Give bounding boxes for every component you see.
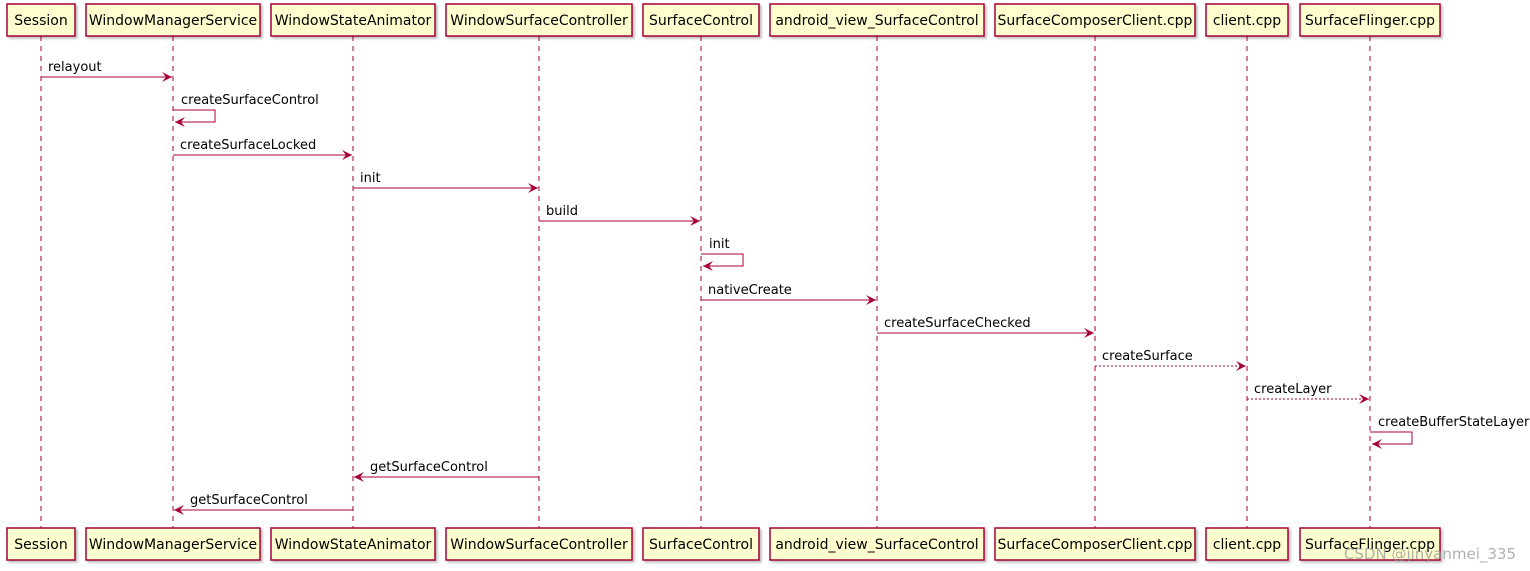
participant-top-surfaceflinger-cpp: SurfaceFlinger.cpp bbox=[1299, 3, 1441, 37]
message-label: createSurfaceControl bbox=[181, 93, 319, 108]
participant-top-session: Session bbox=[6, 3, 76, 37]
message-label: createSurfaceLocked bbox=[180, 138, 316, 153]
participant-top-client-cpp: client.cpp bbox=[1205, 3, 1289, 37]
message-label: relayout bbox=[48, 60, 102, 75]
message-label: nativeCreate bbox=[708, 283, 792, 298]
participant-bottom-surfacecontrol: SurfaceControl bbox=[642, 527, 760, 561]
message-label: getSurfaceControl bbox=[190, 493, 308, 508]
message-createsurfacecontrol: createSurfaceControl bbox=[173, 93, 319, 127]
participant-label: SurfaceComposerClient.cpp bbox=[998, 13, 1193, 29]
message-label: createLayer bbox=[1254, 382, 1332, 397]
participant-label: Session bbox=[14, 537, 67, 553]
message-arrow bbox=[173, 109, 216, 127]
participant-label: WindowManagerService bbox=[89, 537, 257, 553]
participant-label: Session bbox=[14, 13, 67, 29]
participant-bottom-session: Session bbox=[6, 527, 76, 561]
message-createlayer: createLayer bbox=[1247, 382, 1369, 404]
message-createsurfacelocked: createSurfaceLocked bbox=[173, 138, 352, 160]
participant-label: client.cpp bbox=[1213, 537, 1281, 553]
message-label: init bbox=[709, 237, 730, 252]
message-label: createSurfaceChecked bbox=[884, 316, 1031, 331]
participants-bottom: Session WindowManagerService WindowStateAn… bbox=[6, 527, 1441, 561]
message-init: init bbox=[353, 171, 538, 193]
participant-label: WindowSurfaceController bbox=[450, 537, 628, 553]
participant-top-surfacecontrol: SurfaceControl bbox=[642, 3, 760, 37]
watermark: CSDN @jinyanmei_335 bbox=[1343, 545, 1516, 563]
message-relayout: relayout bbox=[41, 60, 172, 82]
message-build: build bbox=[539, 204, 700, 226]
message-label: createBufferStateLayer bbox=[1378, 415, 1530, 430]
message-init: init bbox=[701, 237, 744, 271]
participant-bottom-android-view-surfacecontrol: android_view_SurfaceControl bbox=[769, 527, 985, 561]
participant-bottom-windowsurfacecontroller: WindowSurfaceController bbox=[445, 527, 633, 561]
messages: relayout createSurfaceControl createSurfac… bbox=[41, 60, 1530, 515]
participant-label: SurfaceFlinger.cpp bbox=[1305, 537, 1435, 553]
lifelines bbox=[40, 36, 1371, 528]
message-createsurface: createSurface bbox=[1095, 349, 1246, 371]
participant-top-windowmanagerservice: WindowManagerService bbox=[85, 3, 261, 37]
message-label: createSurface bbox=[1102, 349, 1193, 364]
participant-label: WindowStateAnimator bbox=[275, 537, 432, 553]
participant-label: android_view_SurfaceControl bbox=[775, 537, 978, 553]
participant-label: WindowManagerService bbox=[89, 13, 257, 29]
participant-label: SurfaceComposerClient.cpp bbox=[998, 537, 1193, 553]
message-label: getSurfaceControl bbox=[370, 460, 488, 475]
participant-bottom-client-cpp: client.cpp bbox=[1205, 527, 1289, 561]
participant-label: SurfaceFlinger.cpp bbox=[1305, 13, 1435, 29]
participant-bottom-windowstateanimator: WindowStateAnimator bbox=[270, 527, 436, 561]
participant-top-windowstateanimator: WindowStateAnimator bbox=[270, 3, 436, 37]
participant-top-surfacecomposerclient-cpp: SurfaceComposerClient.cpp bbox=[994, 3, 1196, 37]
participant-bottom-surfacecomposerclient-cpp: SurfaceComposerClient.cpp bbox=[994, 527, 1196, 561]
participant-top-windowsurfacecontroller: WindowSurfaceController bbox=[445, 3, 633, 37]
participant-label: client.cpp bbox=[1213, 13, 1281, 29]
participant-bottom-surfaceflinger-cpp: SurfaceFlinger.cpp bbox=[1299, 527, 1441, 561]
message-createsurfacechecked: createSurfaceChecked bbox=[877, 316, 1094, 338]
participants-top: Session WindowManagerService WindowStateAn… bbox=[6, 3, 1441, 37]
message-arrow bbox=[701, 253, 744, 271]
message-arrow bbox=[1370, 431, 1413, 449]
participant-label: WindowStateAnimator bbox=[275, 13, 432, 29]
message-nativecreate: nativeCreate bbox=[701, 283, 876, 305]
participant-label: SurfaceControl bbox=[649, 537, 753, 553]
participant-bottom-windowmanagerservice: WindowManagerService bbox=[85, 527, 261, 561]
participant-label: android_view_SurfaceControl bbox=[775, 13, 978, 29]
participant-label: SurfaceControl bbox=[649, 13, 753, 29]
message-createbufferstatelayer: createBufferStateLayer bbox=[1370, 415, 1530, 449]
message-label: build bbox=[546, 204, 578, 219]
message-label: init bbox=[360, 171, 381, 186]
participant-label: WindowSurfaceController bbox=[450, 13, 628, 29]
message-getsurfacecontrol: getSurfaceControl bbox=[354, 460, 539, 482]
participant-top-android-view-surfacecontrol: android_view_SurfaceControl bbox=[769, 3, 985, 37]
message-getsurfacecontrol: getSurfaceControl bbox=[174, 493, 353, 515]
